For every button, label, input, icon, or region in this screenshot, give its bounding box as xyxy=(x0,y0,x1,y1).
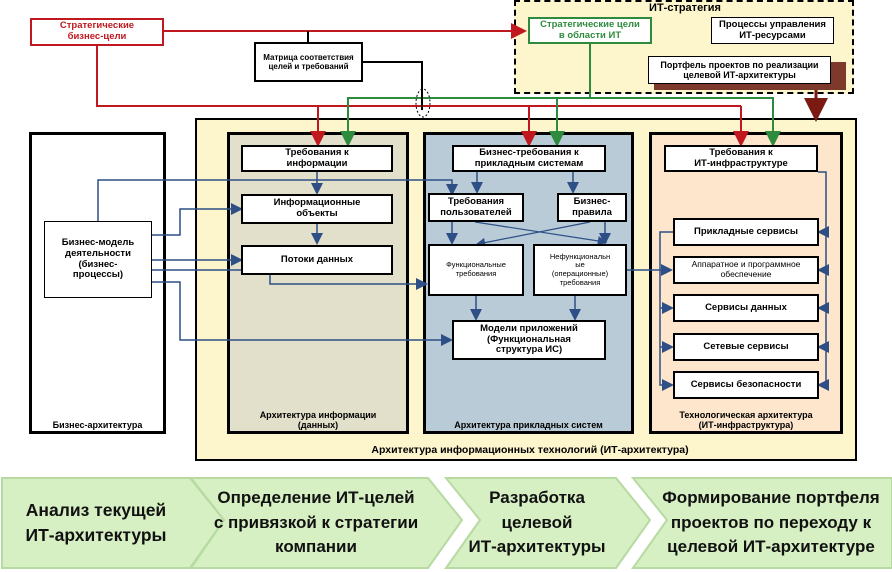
tech-architecture-title: Технологическая архитектура (ИТ-инфрастр… xyxy=(679,410,813,431)
strategic-it-goals-box: Стратегические цели в области ИТ xyxy=(528,17,652,44)
nonfunctional-requirements-box: Нефункциональн ые (операционные) требова… xyxy=(533,244,627,296)
hardware-software-box: Аппаратное и программное обеспечение xyxy=(673,256,819,284)
info-architecture-title: Архитектура информации (данных) xyxy=(259,410,377,431)
it-strategy-title: ИТ-стратегия xyxy=(649,2,721,14)
application-models-box: Модели приложений (Функциональная структ… xyxy=(452,320,606,360)
infrastructure-requirements-box: Требования к ИТ-инфраструктуре xyxy=(664,145,818,172)
process-step-2: Определение ИТ-целей с привязкой к страт… xyxy=(213,488,419,557)
business-architecture-title: Бизнес-архитектура xyxy=(52,420,143,430)
process-step-1: Анализ текущей ИТ-архитектуры xyxy=(25,499,167,545)
process-step-3: Разработка целевой ИТ-архитектуры xyxy=(468,488,606,557)
requirements-matrix-box: Матрица соответствия целей и требований xyxy=(254,42,363,82)
functional-requirements-box: Функциональные требования xyxy=(428,244,524,296)
process-step-4-shape xyxy=(630,477,892,569)
data-flows-box: Потоки данных xyxy=(241,245,393,275)
process-step-3-shape xyxy=(443,477,652,569)
app-business-requirements-box: Бизнес-требования к прикладным системам xyxy=(452,145,606,172)
application-services-box: Прикладные сервисы xyxy=(673,218,819,246)
business-model-box: Бизнес-модель деятельности (бизнес- проц… xyxy=(44,221,152,298)
security-services-box: Сервисы безопасности xyxy=(673,371,819,399)
matrix-link xyxy=(363,61,423,110)
data-services-box: Сервисы данных xyxy=(673,294,819,322)
network-services-box: Сетевые сервисы xyxy=(673,333,819,361)
business-rules-box: Бизнес- правила xyxy=(557,193,627,222)
project-portfolio-box: Портфель проектов по реализации целевой … xyxy=(648,56,831,84)
red-line-distribution xyxy=(96,44,741,107)
user-requirements-box: Требования пользователей xyxy=(428,193,524,222)
info-architecture-panel xyxy=(227,132,409,434)
green-line-distribution xyxy=(340,42,591,147)
info-objects-box: Информационные объекты xyxy=(241,194,393,224)
it-architecture-title: Архитектура информационных технологий (И… xyxy=(371,444,689,456)
app-architecture-title: Архитектура прикладных систем xyxy=(454,420,603,430)
process-step-2-shape xyxy=(188,477,464,569)
info-requirements-box: Требования к информации xyxy=(241,145,393,172)
it-resource-processes-box: Процессы управления ИТ-ресурсами xyxy=(711,17,834,44)
strategic-business-goals-box: Стратегические бизнес-цели xyxy=(30,18,164,46)
process-step-4: Формирование портфеля проектов по перехо… xyxy=(662,488,880,557)
